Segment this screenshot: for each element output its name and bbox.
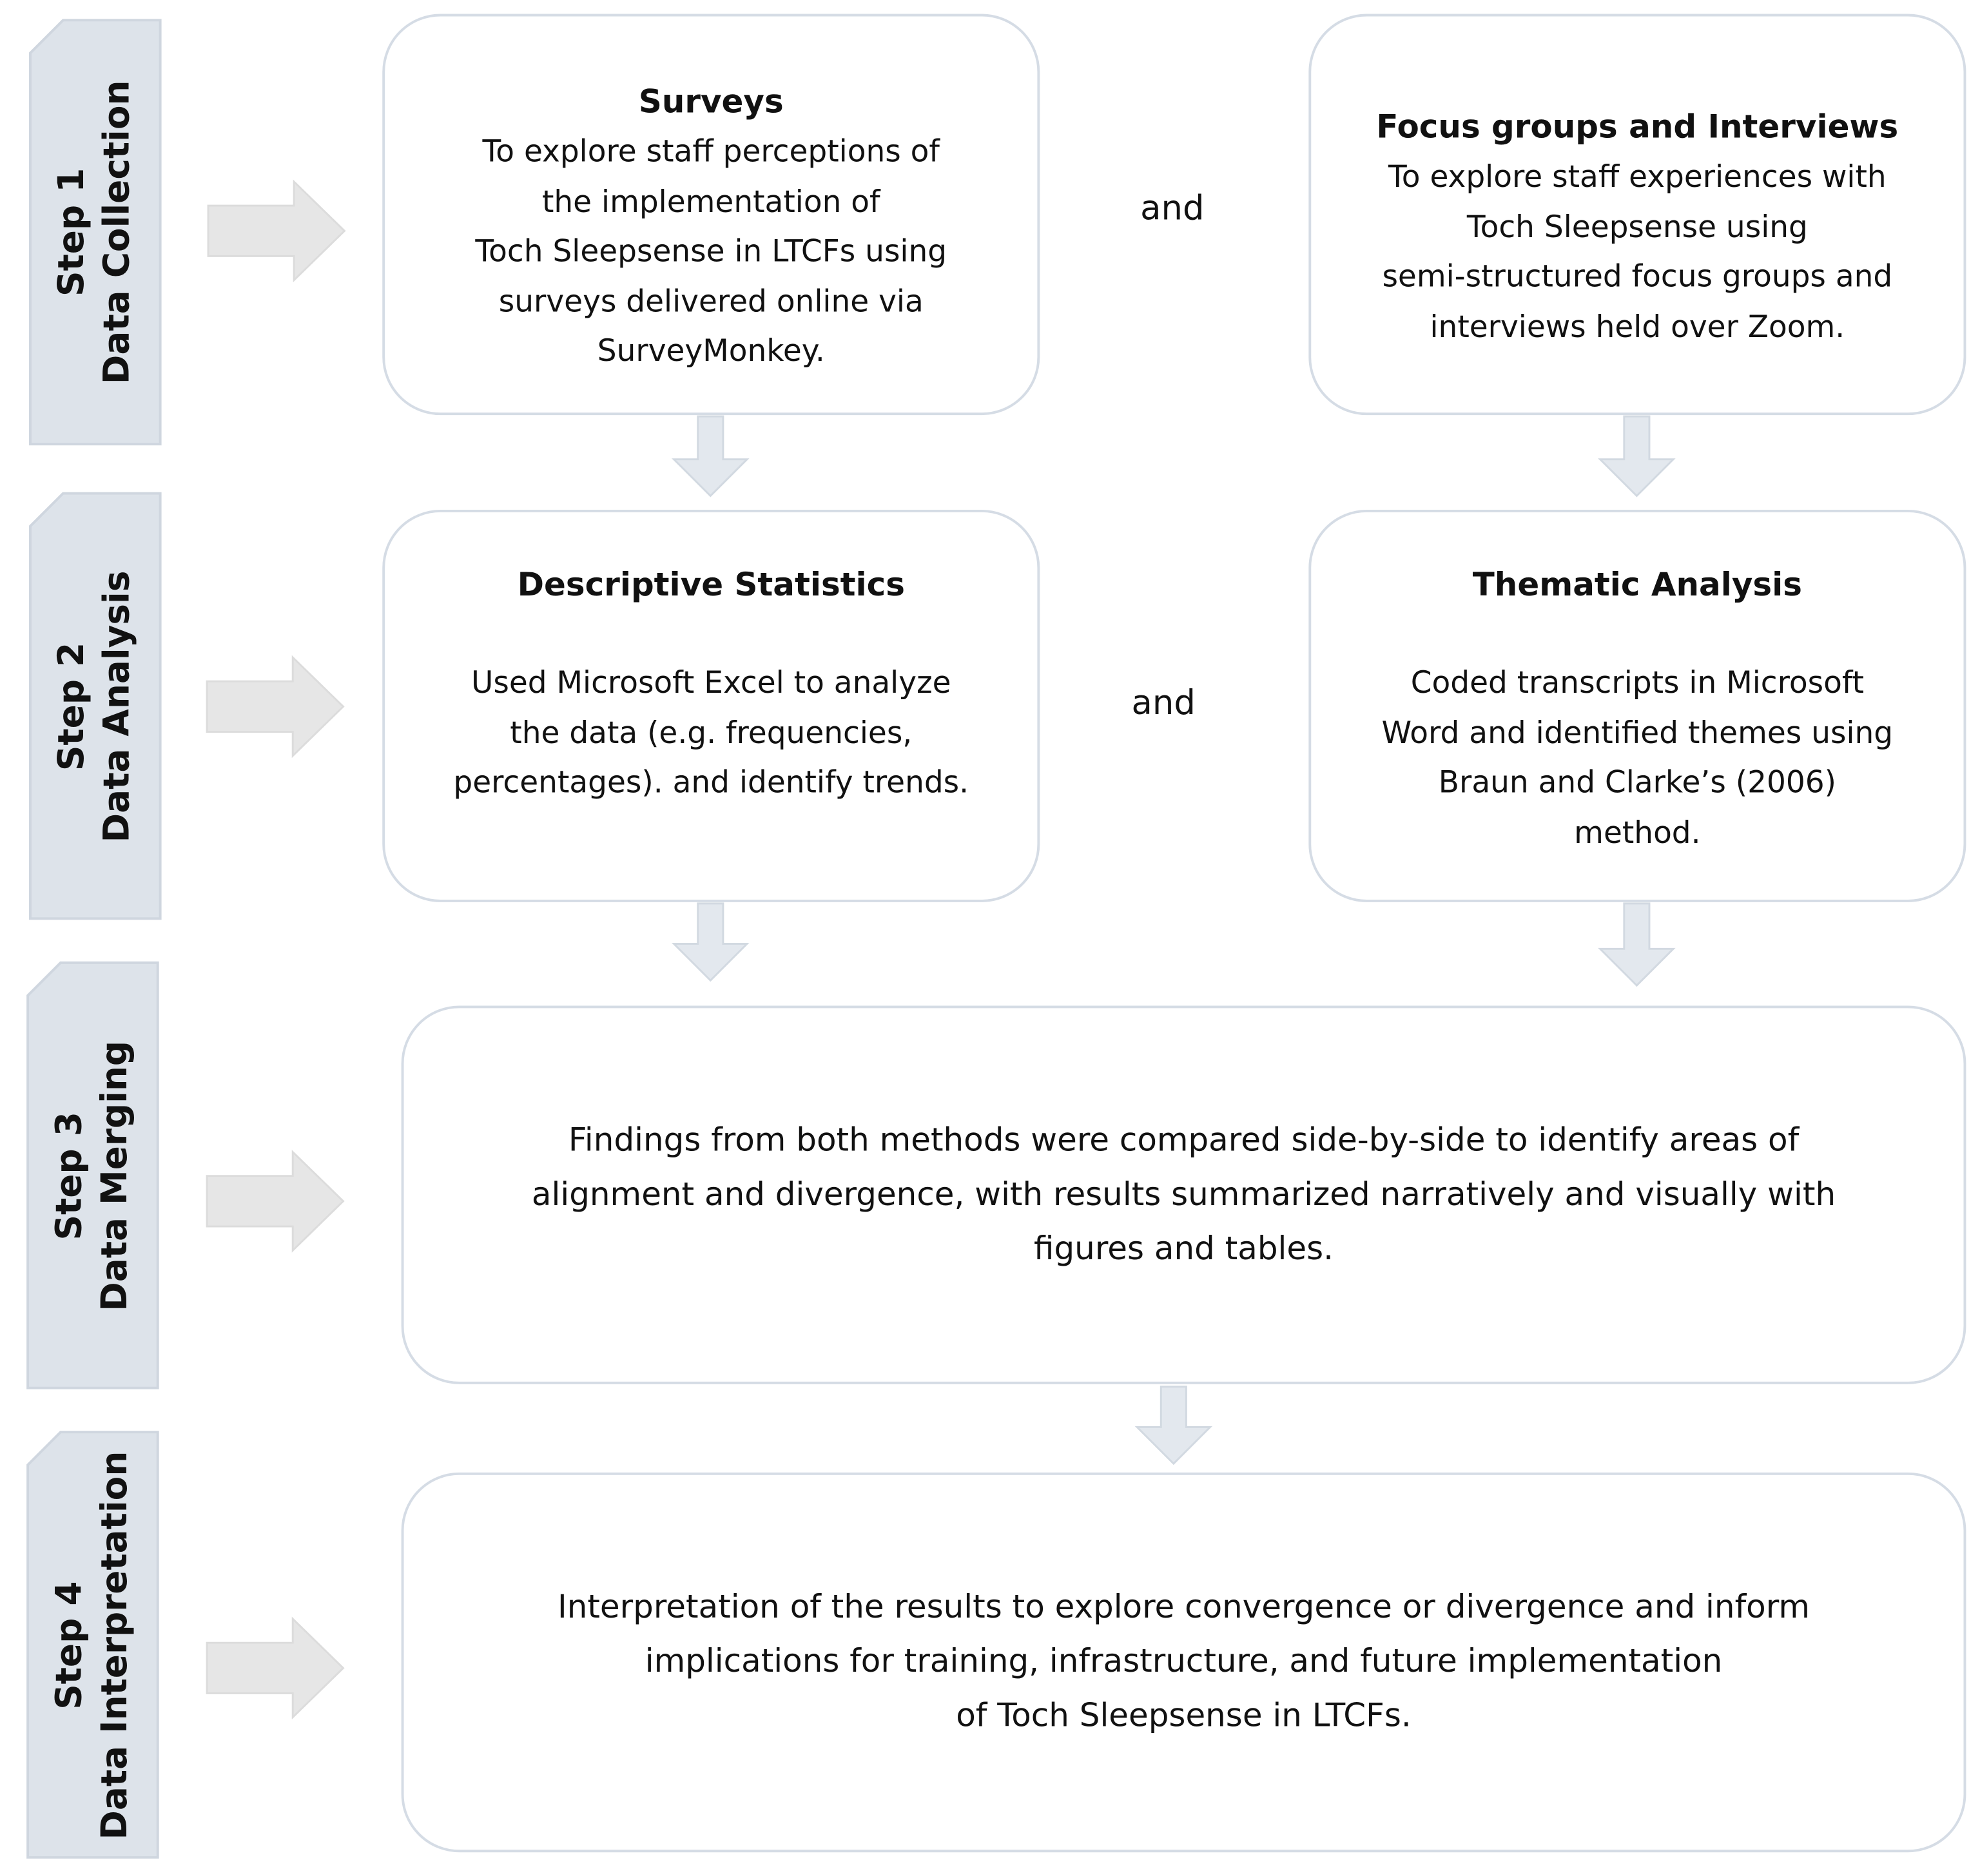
data-interpretation-box: Interpretation of the results to explore… — [401, 1472, 1966, 1853]
right-arrow-step-3 — [206, 1150, 345, 1253]
descriptive-statistics-title: Descriptive Statistics — [517, 566, 905, 604]
focus-groups-line-3: semi-structured focus groups and — [1382, 258, 1893, 295]
surveys-box: Surveys To explore staff perceptions of … — [382, 14, 1040, 416]
step-4-label: Step 4 Data Interpretation — [46, 1431, 137, 1860]
and-connector-step-1: and — [1140, 189, 1205, 229]
step-3-tab — [26, 961, 159, 1389]
focus-groups-line-1: To explore staff experiences with — [1388, 159, 1887, 195]
focus-groups-title: Focus groups and Interviews — [1376, 108, 1899, 147]
and-connector-step-2: and — [1131, 684, 1196, 723]
step-1-tab — [29, 19, 162, 446]
down-arrow-descriptive — [671, 902, 750, 982]
right-arrow-step-2 — [206, 655, 345, 759]
surveys-title: Surveys — [638, 83, 784, 121]
step-4-tab — [26, 1431, 159, 1859]
merging-line-1: Findings from both methods were compared… — [568, 1121, 1800, 1159]
surveys-line-4: surveys delivered online via — [498, 283, 924, 319]
focus-groups-box: Focus groups and Interviews To explore s… — [1308, 14, 1966, 416]
thematic-line-3: Braun and Clarke’s (2006) — [1438, 764, 1836, 800]
down-arrow-surveys — [671, 415, 750, 498]
step-1-number: Step 1 — [50, 168, 92, 296]
data-merging-box: Findings from both methods were compared… — [401, 1005, 1966, 1384]
surveys-line-5: SurveyMonkey. — [597, 333, 825, 369]
thematic-analysis-box: Thematic Analysis Coded transcripts in M… — [1308, 509, 1966, 902]
step-3-number: Step 3 — [48, 1112, 90, 1241]
down-arrow-thematic — [1598, 902, 1676, 987]
descriptive-statistics-box: Descriptive Statistics Used Microsoft Ex… — [382, 509, 1040, 902]
thematic-analysis-title: Thematic Analysis — [1472, 566, 1802, 604]
step-4-number: Step 4 — [48, 1581, 90, 1710]
step-2-name: Data Analysis — [95, 570, 138, 843]
interpretation-line-3: of Toch Sleepsense in LTCFs. — [956, 1697, 1412, 1736]
merging-line-3: figures and tables. — [1034, 1229, 1334, 1268]
merging-line-2: alignment and divergence, with results s… — [531, 1175, 1836, 1214]
surveys-line-2: the implementation of — [541, 183, 880, 219]
focus-groups-line-2: Toch Sleepsense using — [1466, 209, 1808, 244]
thematic-line-4: method. — [1574, 814, 1701, 850]
thematic-line-2: Word and identified themes using — [1381, 715, 1894, 750]
down-arrow-merging — [1134, 1386, 1213, 1465]
step-3-name: Data Merging — [93, 1040, 135, 1311]
surveys-line-3: Toch Sleepsense in LTCFs using — [475, 233, 947, 269]
step-2-number: Step 2 — [50, 642, 92, 771]
step-4-name: Data Interpretation — [93, 1451, 135, 1840]
descriptive-line-3: percentages). and identify trends. — [453, 764, 969, 800]
focus-groups-line-4: interviews held over Zoom. — [1430, 308, 1845, 344]
right-arrow-step-4 — [206, 1616, 345, 1720]
descriptive-line-2: the data (e.g. frequencies, — [510, 715, 913, 750]
step-1-name: Data Collection — [95, 80, 138, 385]
down-arrow-focus-groups — [1598, 415, 1676, 498]
right-arrow-step-1 — [207, 179, 346, 283]
step-3-label: Step 3 Data Merging — [46, 962, 137, 1391]
thematic-line-1: Coded transcripts in Microsoft — [1410, 664, 1865, 701]
step-1-label: Step 1 Data Collection — [49, 17, 140, 447]
step-2-label: Step 2 Data Analysis — [49, 492, 140, 922]
surveys-line-1: To explore staff perceptions of — [482, 133, 940, 169]
interpretation-line-2: implications for training, infrastructur… — [645, 1643, 1723, 1681]
step-2-tab — [29, 492, 162, 920]
descriptive-line-1: Used Microsoft Excel to analyze — [471, 664, 951, 701]
interpretation-line-1: Interpretation of the results to explore… — [557, 1588, 1810, 1627]
